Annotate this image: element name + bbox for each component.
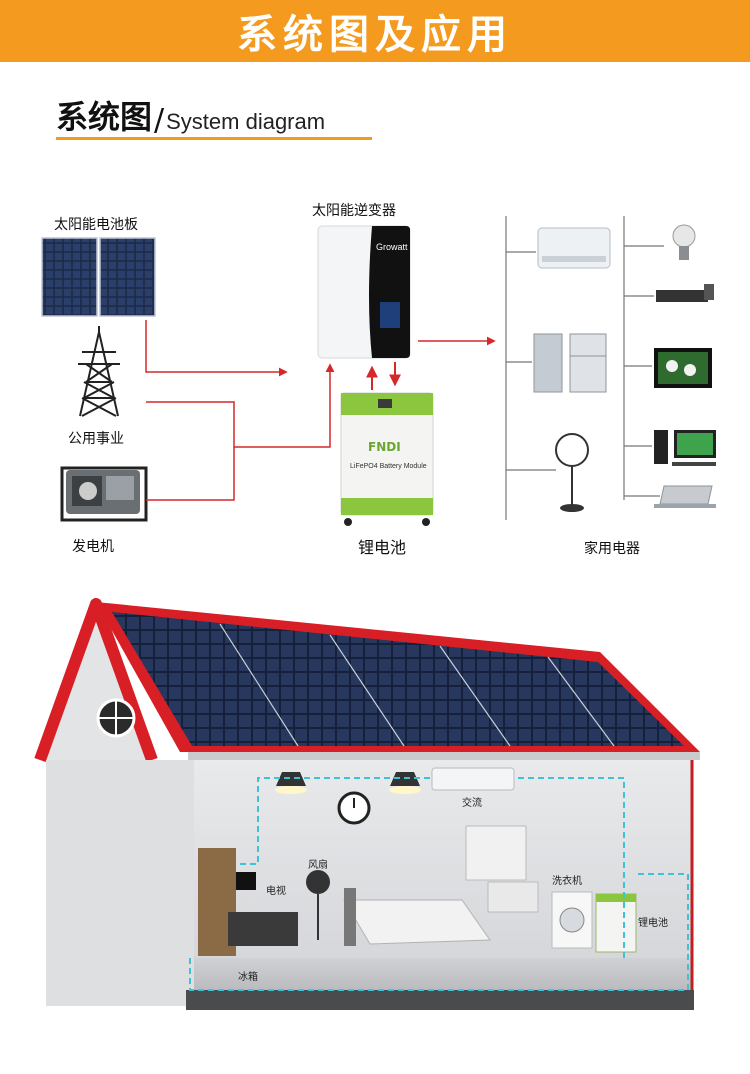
appliances-label: 家用电器 [584,541,640,557]
inverter-label: 太阳能逆变器 [312,203,396,219]
standing-fan-icon [555,433,589,512]
heading-english: System diagram [166,109,326,134]
dvd-player-icon [656,284,714,302]
heading-underline [56,137,372,140]
top-banner: 系统图及应用 [0,0,750,62]
house-ac-label: 交流 [462,798,482,809]
section-heading: 系统图 / System diagram [56,92,325,138]
inverter-battery-arrows [366,362,401,390]
solar-panel-label: 太阳能电池板 [54,217,138,233]
solar-panel-icon [41,237,156,317]
television-icon [654,348,712,388]
appliance-bus [505,216,664,520]
battery-label: 锂电池 [358,538,407,557]
power-tower-icon [78,326,120,417]
light-bulb-icon [672,224,696,260]
inverter-brand-label: Growatt [376,242,408,252]
air-conditioner-icon [537,227,611,269]
heading-separator: / [154,103,165,138]
fridge-icon [533,333,607,393]
utility-label: 公用事业 [68,431,124,447]
battery-brand-label: FNDI [368,440,401,454]
generator-label: 发电机 [72,539,114,555]
heading-chinese: 系统图 [56,98,153,136]
inverter-icon [317,225,411,359]
battery-icon [340,392,434,526]
house-battery-label: 锂电池 [638,918,668,929]
house-fridge-label: 冰箱 [238,972,258,983]
house-washer-label: 洗衣机 [552,876,582,887]
source-wiring [145,320,496,501]
laptop-icon [654,485,716,508]
house-fan-label: 风扇 [308,860,328,871]
house-tv-label: 电视 [266,886,286,897]
generator-icon [60,466,148,522]
house-illustration [34,598,700,1010]
desktop-computer-icon [654,430,716,466]
banner-title: 系统图及应用 [237,12,513,58]
battery-model-label: LiFePO4 Battery Module [350,463,427,470]
